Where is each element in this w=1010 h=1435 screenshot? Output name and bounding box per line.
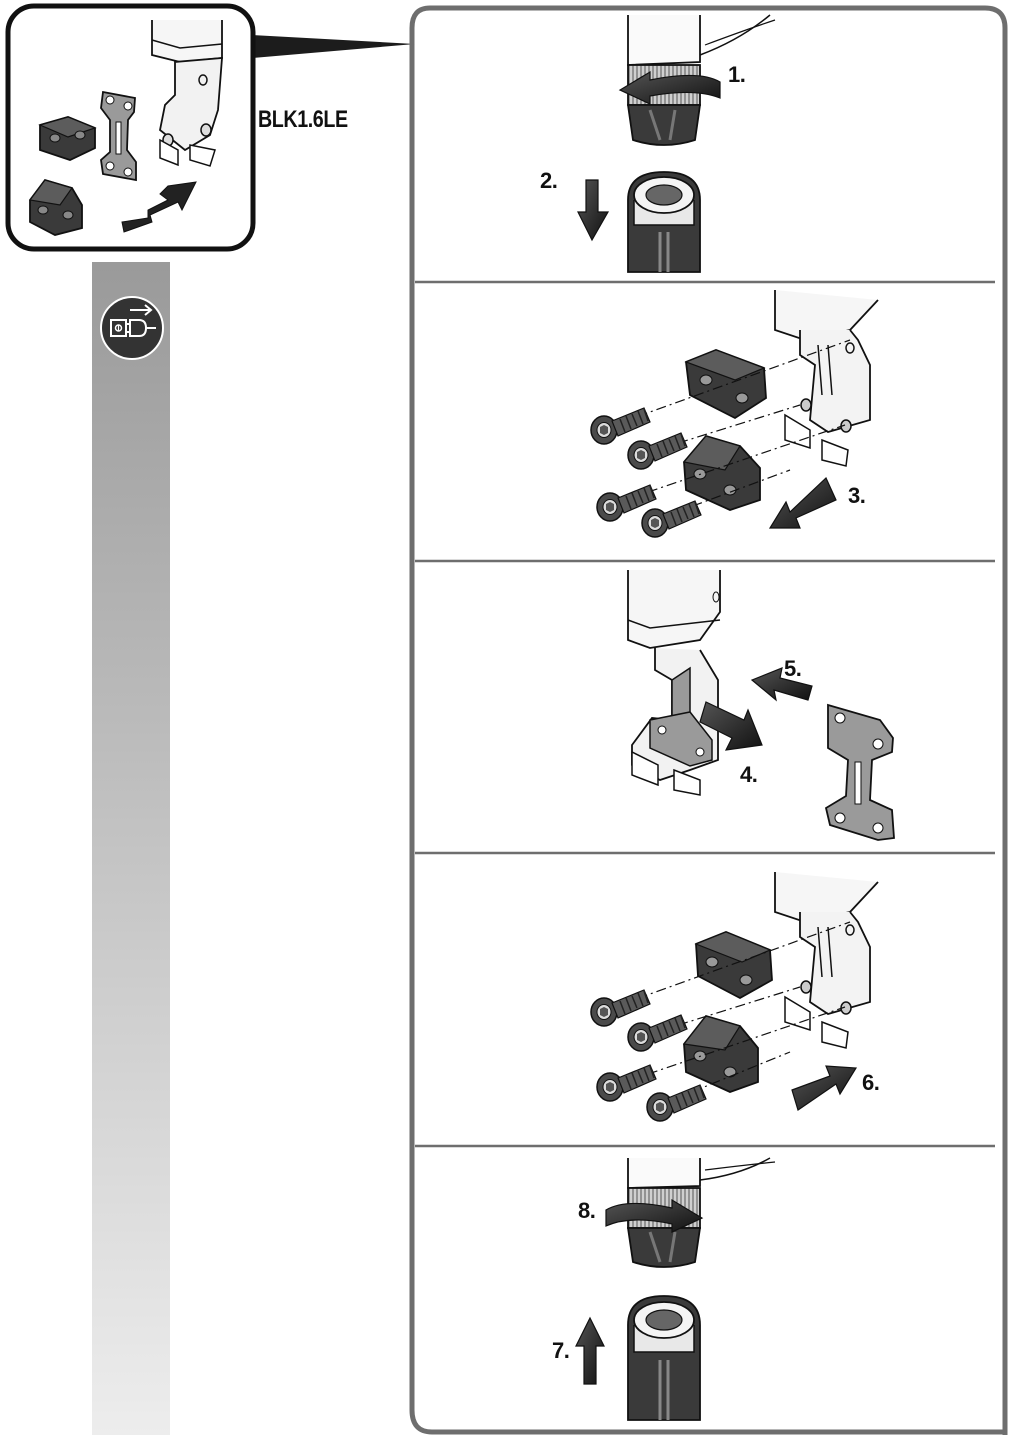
panel-2-drawing bbox=[591, 290, 878, 537]
panel-3-drawing bbox=[628, 570, 894, 840]
panel-1-drawing bbox=[578, 15, 775, 272]
step-label-6: 6. bbox=[862, 1070, 879, 1096]
side-strip bbox=[92, 262, 170, 1435]
panel-5-drawing bbox=[576, 1158, 775, 1420]
step-label-8: 8. bbox=[578, 1198, 595, 1224]
step-label-2: 2. bbox=[540, 168, 557, 194]
step-label-4: 4. bbox=[740, 762, 757, 788]
model-label: BLK1.6LE bbox=[258, 106, 348, 134]
unplug-power-icon bbox=[101, 297, 163, 359]
step-label-5: 5. bbox=[784, 656, 801, 682]
step-label-1: 1. bbox=[728, 62, 745, 88]
step-label-3: 3. bbox=[848, 483, 865, 509]
step-label-7: 7. bbox=[552, 1338, 569, 1364]
callout-pointer bbox=[252, 35, 415, 58]
panel-4-drawing bbox=[591, 872, 878, 1121]
